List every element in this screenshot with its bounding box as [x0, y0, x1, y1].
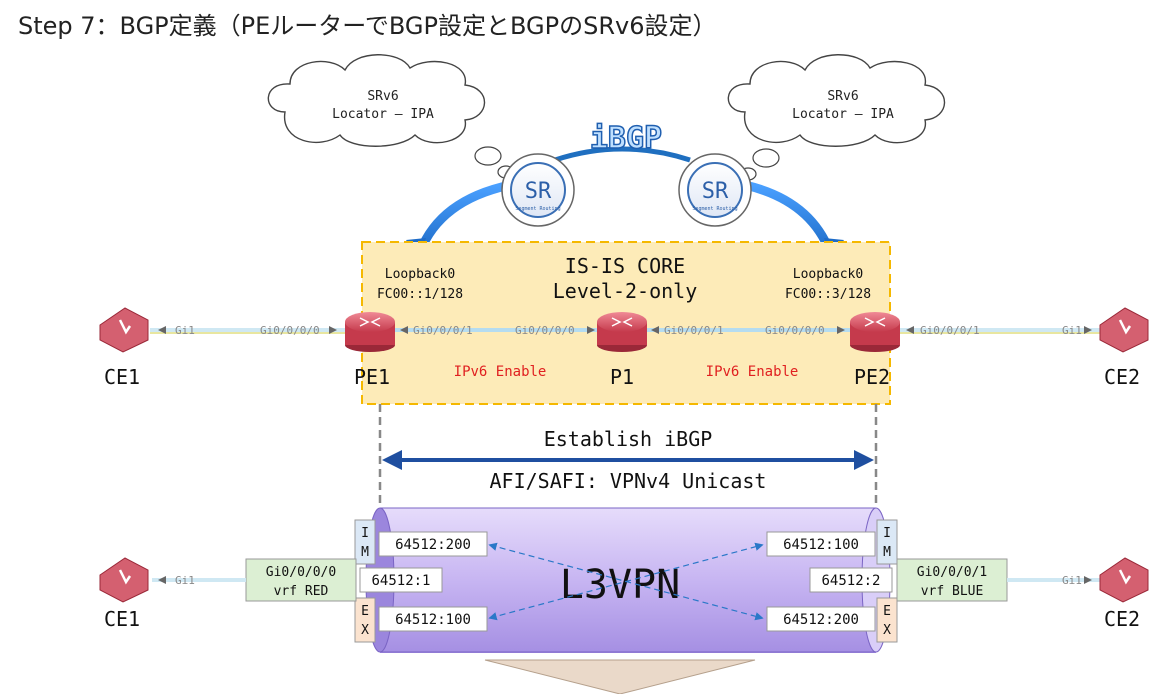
pe1-core-if: Gi0/0/0/1	[413, 324, 473, 337]
ce2-label-bottom: CE2	[1104, 607, 1140, 631]
ce1-if-bottom: Gi1	[175, 574, 195, 587]
p1-label: P1	[610, 365, 634, 389]
ce1-arrowhead-top	[158, 326, 166, 334]
page-title: Step 7：BGP定義（PEルーターでBGP設定とBGPのSRv6設定）	[18, 12, 717, 40]
sr-logo-left: SR Segment Routing	[501, 153, 575, 227]
vrf-blue-name: vrf BLUE	[921, 584, 984, 599]
cloud-left-line2: Locator – IPA	[332, 107, 434, 122]
right-ex-letter-1: E	[883, 604, 891, 619]
ibgp-arc-top	[554, 146, 691, 163]
ce1-label-top: CE1	[104, 365, 140, 389]
pe1-ce-if: Gi0/0/0/0	[260, 324, 320, 337]
pe2-label: PE2	[854, 365, 890, 389]
right-export-rt-box	[766, 606, 876, 632]
core-title: IS-IS CORE	[565, 254, 685, 278]
right-ex-box	[876, 597, 898, 643]
cloud-right-line2: Locator – IPA	[792, 107, 894, 122]
right-rd: 64512:2	[821, 573, 880, 589]
pe2-ce-if: Gi0/0/0/1	[920, 324, 980, 337]
establish-ibgp-label: Establish iBGP	[544, 427, 713, 451]
cloud-left: SRv6 Locator – IPA	[267, 54, 515, 179]
left-export-rt-box	[378, 606, 488, 632]
router-p1	[597, 312, 647, 352]
right-im-box	[876, 519, 898, 565]
sr-logo-left-text: SR	[525, 179, 552, 204]
ibgp-label: iBGP	[590, 121, 662, 156]
right-import-rt: 64512:100	[783, 537, 859, 553]
vrf-blue-if: Gi0/0/0/1	[917, 565, 987, 580]
pe2-loopback-label: Loopback0	[793, 267, 863, 282]
ce2-arrowhead-bottom	[1084, 576, 1092, 584]
next-step-chevron	[484, 659, 756, 694]
p1-right-if: Gi0/0/0/1	[664, 324, 724, 337]
right-rd-box	[809, 567, 893, 593]
ce2-device-top	[1099, 307, 1149, 353]
ce2-if-bottom: Gi1	[1062, 574, 1082, 587]
sr-logo-right-text: SR	[702, 179, 729, 204]
right-im-letter-1: I	[883, 526, 891, 541]
left-ex-box	[354, 597, 376, 643]
rt-arrow-100	[488, 542, 764, 621]
pe2-arrowhead-left	[837, 326, 845, 334]
right-export-rt: 64512:200	[783, 612, 859, 628]
router-pe2	[850, 312, 900, 352]
pe1-loopback-label: Loopback0	[385, 267, 455, 282]
cloud-right-line1: SRv6	[827, 89, 858, 104]
left-rd-box	[359, 567, 443, 593]
ce2-if-top: Gi1	[1062, 324, 1082, 337]
pe2-loopback-addr: FC00::3/128	[785, 287, 871, 302]
ce1-device-bottom	[99, 557, 149, 603]
pe1-loopback-addr: FC00::1/128	[377, 287, 463, 302]
p1-arrowhead-right	[651, 326, 659, 334]
left-im-box	[354, 519, 376, 565]
sr-logo-right: SR Segment Routing	[678, 153, 752, 227]
sr-logo-right-sub: Segment Routing	[692, 206, 737, 212]
sr-logo-left-sub: Segment Routing	[515, 206, 560, 212]
vrf-red-name: vrf RED	[274, 584, 329, 599]
left-ex-letter-2: X	[361, 623, 369, 638]
left-import-rt: 64512:200	[395, 537, 471, 553]
left-export-rt: 64512:100	[395, 612, 471, 628]
ce2-arrowhead-top	[1084, 326, 1092, 334]
vrf-blue-box	[896, 558, 1008, 602]
ipv6-enable-left: IPv6 Enable	[454, 364, 547, 380]
pe1-label: PE1	[354, 365, 390, 389]
vrf-red-if: Gi0/0/0/0	[266, 565, 336, 580]
left-ex-letter-1: E	[361, 604, 369, 619]
left-im-letter-2: M	[361, 545, 369, 560]
right-im-letter-2: M	[883, 545, 891, 560]
sr-arrow-left	[415, 180, 511, 254]
afi-safi-label: AFI/SAFI: VPNv4 Unicast	[490, 469, 767, 493]
pe2-core-if: Gi0/0/0/0	[765, 324, 825, 337]
core-level: Level-2-only	[553, 279, 698, 303]
pe1-arrowhead-right	[400, 326, 408, 334]
pe1-arrowhead-left	[329, 326, 337, 334]
cloud-left-line1: SRv6	[367, 89, 398, 104]
right-import-rt-box	[766, 531, 876, 557]
p1-arrowhead-left	[587, 326, 595, 334]
router-pe1	[345, 312, 395, 352]
ce1-if-top: Gi1	[175, 324, 195, 337]
right-ex-letter-2: X	[883, 623, 891, 638]
left-rd: 64512:1	[371, 573, 430, 589]
pe2-arrowhead-right	[906, 326, 914, 334]
ce1-label-bottom: CE1	[104, 607, 140, 631]
ipv6-enable-right: IPv6 Enable	[706, 364, 799, 380]
ce1-device-top	[99, 307, 149, 353]
ce2-device-bottom	[1099, 557, 1149, 603]
p1-left-if: Gi0/0/0/0	[515, 324, 575, 337]
left-im-letter-1: I	[361, 526, 369, 541]
cloud-right: SRv6 Locator – IPA	[727, 54, 946, 181]
left-import-rt-box	[378, 531, 488, 557]
ce1-arrowhead-bottom	[158, 576, 166, 584]
ce2-label-top: CE2	[1104, 365, 1140, 389]
